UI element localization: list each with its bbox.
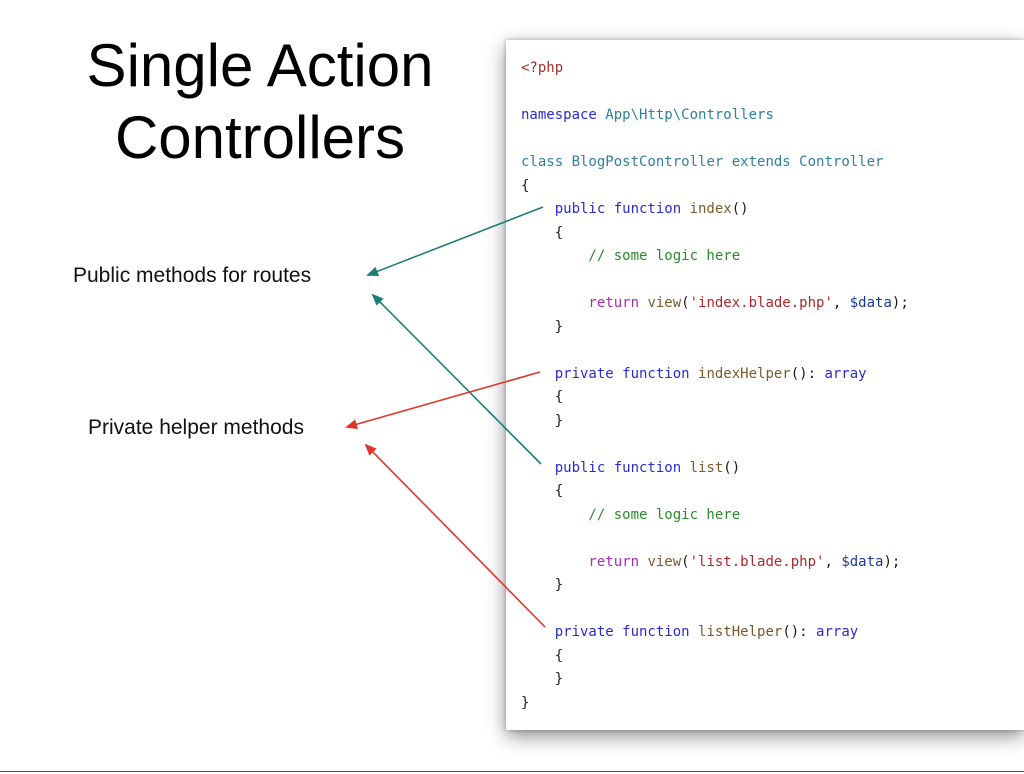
code-line: private function listHelper(): array: [521, 620, 858, 644]
code-token: return: [521, 553, 648, 570]
public-methods-label: Public methods for routes: [73, 264, 312, 287]
code-line: private function indexHelper(): array: [521, 362, 867, 386]
code-line: {: [521, 385, 563, 409]
code-token: list: [689, 459, 724, 476]
code-line: {: [521, 479, 563, 503]
code-token: public function: [521, 459, 690, 476]
code-line: {: [521, 644, 563, 668]
code-line: }: [521, 315, 563, 339]
code-token: view: [647, 295, 682, 311]
code-token: // some logic here: [521, 506, 741, 523]
code-line: }: [521, 691, 529, 715]
slide-title-line2: Controllers: [114, 104, 406, 171]
code-token: listHelper: [698, 624, 783, 640]
code-token: array: [824, 365, 867, 382]
code-token: extends: [731, 154, 800, 170]
code-line: class BlogPostController extends Control…: [521, 150, 883, 174]
code-token: (): [723, 459, 741, 476]
code-line: return view('list.blade.php', $data);: [521, 550, 900, 574]
code-token: return: [521, 295, 648, 311]
code-token: 'list.blade.php': [689, 553, 825, 570]
code-panel: <?php namespace App\Http\Controllers class…: [506, 40, 1024, 730]
code-token: }: [521, 318, 564, 335]
code-token: ():: [790, 365, 825, 382]
code-token: indexHelper: [698, 365, 791, 382]
code-token: array: [816, 624, 859, 640]
code-token: public function: [521, 201, 690, 217]
code-token: {: [521, 483, 564, 499]
slide-title-line1: Single Action: [86, 32, 434, 99]
code-line: public function list(): [521, 456, 740, 480]
code-token: );: [883, 553, 901, 570]
code-token: {: [521, 177, 530, 194]
code-token: BlogPostController: [571, 154, 732, 170]
code-line: return view('index.blade.php', $data);: [521, 291, 909, 315]
code-token: (: [681, 295, 690, 311]
code-token: $data: [841, 553, 884, 570]
code-token: ,: [824, 553, 842, 570]
code-token: {: [521, 389, 564, 405]
code-token: (): [731, 201, 749, 217]
code-token: // some logic here: [521, 248, 741, 264]
code-token: 'index.blade.php': [689, 295, 833, 311]
code-token: }: [521, 412, 564, 429]
code-line: <?php: [521, 56, 563, 80]
code-line: namespace App\Http\Controllers: [521, 103, 774, 127]
code-token: <?php: [521, 60, 564, 76]
private-methods-label: Private helper methods: [88, 416, 304, 439]
code-token: {: [521, 224, 564, 241]
code-line: public function index(): [521, 197, 749, 221]
code-line: }: [521, 667, 563, 691]
code-token: index: [689, 201, 732, 217]
code-token: }: [521, 694, 530, 711]
code-token: {: [521, 647, 564, 664]
code-token: Controller: [799, 154, 884, 170]
code-token: ():: [782, 624, 817, 640]
code-line: // some logic here: [521, 503, 740, 527]
code-token: (: [681, 553, 690, 570]
code-token: }: [521, 671, 564, 687]
code-line: }: [521, 409, 563, 433]
bottom-divider: [0, 771, 1024, 772]
slide-title: Single Action Controllers: [20, 30, 500, 174]
code-token: view: [647, 553, 682, 570]
code-line: {: [521, 174, 529, 198]
code-token: ,: [832, 295, 850, 311]
code-token: $data: [849, 295, 892, 311]
code-token: App\Http\Controllers: [605, 107, 774, 123]
code-line: }: [521, 573, 563, 597]
code-token: private function: [521, 365, 699, 382]
code-line: // some logic here: [521, 244, 740, 268]
code-token: }: [521, 577, 564, 593]
code-line: {: [521, 221, 563, 245]
code-token: private function: [521, 624, 699, 640]
code-token: namespace: [521, 107, 606, 123]
code-token: class: [521, 154, 572, 170]
code-token: );: [891, 295, 909, 311]
